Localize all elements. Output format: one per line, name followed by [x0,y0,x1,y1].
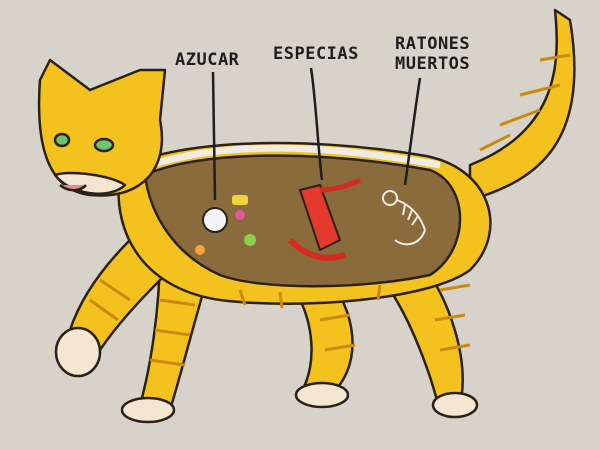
cat-tail [468,8,576,202]
cat-head [37,58,167,197]
sugar-contents [195,195,256,255]
label-dead-mice-line1: RATONES [395,34,471,54]
label-spices: ESPECIAS [273,44,359,64]
spices-contents [287,177,362,261]
label-dead-mice-line2: MUERTOS [395,54,471,74]
dead-mouse-skeleton [382,190,426,246]
belly-cavity [143,154,462,288]
label-sugar: AZUCAR [175,50,240,70]
label-dead-mice: RATONES MUERTOS [395,34,470,74]
